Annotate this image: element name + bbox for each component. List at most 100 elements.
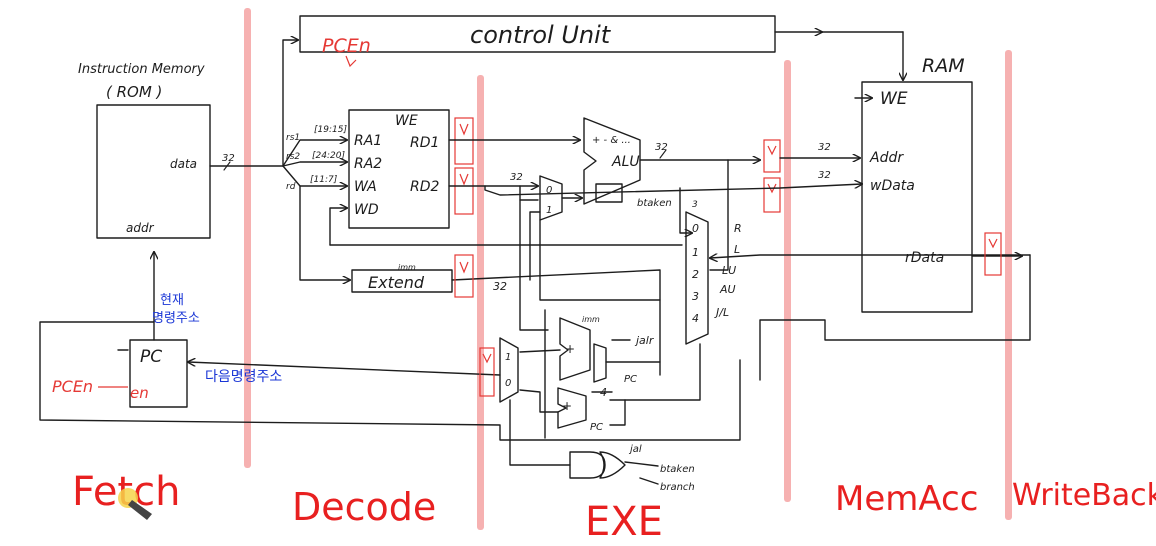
note-current-pc-line1: 현재 xyxy=(160,293,184,308)
branch-btaken-label: btaken xyxy=(660,464,695,475)
wb-in-r: R xyxy=(734,222,742,235)
and-gate xyxy=(570,452,605,478)
writeback-loop-wire xyxy=(760,255,1030,380)
exe-route-1 xyxy=(540,220,660,300)
alu-result-down-wire xyxy=(710,160,728,270)
alu-out-width: 32 xyxy=(655,142,668,153)
branch-label: branch xyxy=(660,482,695,493)
wb-in-jl: J/L xyxy=(714,306,729,319)
regfile-rd1: RD1 xyxy=(410,135,439,151)
wb-in-lu: LU xyxy=(722,264,736,277)
extend-imm-label: imm xyxy=(398,263,416,272)
control-pcen-arrow xyxy=(346,56,356,66)
alu-ops-label: + - & ... xyxy=(592,135,631,146)
rs1-bits: [19:15] xyxy=(314,125,347,135)
pipereg-mark-pc xyxy=(483,354,491,362)
regfile-rd2: RD2 xyxy=(410,179,440,195)
imem-data-port: data xyxy=(170,157,197,171)
control-pcen-label: PCEn xyxy=(322,35,371,57)
plus4-input-wires xyxy=(592,392,625,425)
imem-box xyxy=(97,105,210,238)
pipereg-rdata xyxy=(985,233,1001,275)
pipereg-imm xyxy=(455,255,473,297)
wb-mux-1: 1 xyxy=(692,246,699,259)
adder-to-pcmux-wires xyxy=(520,350,560,412)
ram-wdata-width: 32 xyxy=(818,170,831,181)
alu-btaken-label: btaken xyxy=(637,198,672,209)
pipereg-marks-exe xyxy=(768,146,776,192)
stage-label-memacc: MemAcc xyxy=(835,479,978,519)
stage-bar-decode-exe xyxy=(477,75,484,530)
stage-label-decode: Decode xyxy=(292,485,436,529)
pipereg-rd1 xyxy=(455,118,473,164)
ram-box xyxy=(862,82,972,312)
branch-gate-wires xyxy=(510,400,658,484)
imem-subtitle: ( ROM ) xyxy=(106,83,162,101)
wb-mux-3: 3 xyxy=(692,290,699,303)
rd2-down-wire xyxy=(520,200,548,330)
rs2-label: rs2 xyxy=(286,152,300,162)
pcen-left-label: PCEn xyxy=(52,377,93,396)
jal-label: jal xyxy=(628,444,642,455)
imm-to-srcmux-wire xyxy=(530,212,540,280)
branch-adder-plus: + xyxy=(565,342,575,356)
wb-mux-0: 0 xyxy=(692,222,699,235)
wb-mux-sel: 3 xyxy=(692,200,698,210)
pc-select-mux xyxy=(500,338,518,402)
pc-mux-1: 1 xyxy=(505,352,511,363)
pc-mux-0: 0 xyxy=(505,378,511,389)
alu-label: ALU xyxy=(611,154,640,170)
ram-rdata: rData xyxy=(905,250,944,266)
rs2-wire xyxy=(283,162,347,166)
imem-addr-port: addr xyxy=(126,221,155,235)
or-gate xyxy=(600,452,625,478)
writeback-to-wd-wire xyxy=(330,208,347,245)
rs2-bits: [24:20] xyxy=(312,151,345,161)
regfile-ra2: RA2 xyxy=(354,156,382,172)
rd-bits: [11:7] xyxy=(310,175,338,185)
jalr-label: jalr xyxy=(634,334,655,347)
stage-bar-memacc-writeback xyxy=(1005,50,1012,520)
wb-in-au: AU xyxy=(719,283,736,296)
jalr-mux xyxy=(594,344,606,382)
note-current-pc-line2: 명령주소 xyxy=(152,311,200,326)
imem-title: Instruction Memory xyxy=(78,62,205,77)
rs1-label: rs1 xyxy=(286,133,300,143)
regfile-we: WE xyxy=(395,113,418,129)
alu-src-mux-1: 1 xyxy=(546,205,552,216)
pc-input-label-2: PC xyxy=(590,422,603,433)
ram-title: RAM xyxy=(922,55,965,77)
ram-we: WE xyxy=(880,89,908,109)
note-current-pc: 현재 명령주소 xyxy=(152,293,200,326)
pipereg-alu xyxy=(764,140,780,172)
wdata-to-ram-wire xyxy=(485,184,862,195)
pc-label: PC xyxy=(140,347,162,367)
imm-width: 32 xyxy=(493,280,507,293)
imem-data-width: 32 xyxy=(222,153,235,164)
plus4-adder-plus: + xyxy=(562,399,572,413)
ram-addr: Addr xyxy=(869,150,904,166)
regfile-wd: WD xyxy=(354,202,379,218)
exe-route-2 xyxy=(545,310,700,438)
regfile-wa: WA xyxy=(354,179,377,195)
pipereg-wdata xyxy=(764,178,780,212)
pc-en-label: en xyxy=(130,384,149,402)
stage-bar-exe-memacc xyxy=(784,60,791,502)
control-unit-label: control Unit xyxy=(470,21,612,49)
wb-mux-4: 4 xyxy=(692,312,699,325)
extend-label: Extend xyxy=(368,273,425,292)
ram-addr-width: 32 xyxy=(818,142,831,153)
note-next-pc: 다음명령주소 xyxy=(205,369,282,385)
rd2-branch-wire xyxy=(520,186,538,200)
imm-wire xyxy=(300,186,350,280)
ram-wdata: wData xyxy=(870,178,915,194)
wb-mux-2: 2 xyxy=(692,268,699,281)
stage-bar-fetch-decode xyxy=(244,8,251,468)
pipereg-rd2 xyxy=(455,168,473,214)
rd2-width: 32 xyxy=(510,172,523,183)
stage-label-writeback: WriteBack xyxy=(1012,478,1156,513)
pc-input-label-1: PC xyxy=(624,374,637,385)
rd-label: rd xyxy=(286,182,296,192)
branch-adder-imm: imm xyxy=(582,315,600,324)
